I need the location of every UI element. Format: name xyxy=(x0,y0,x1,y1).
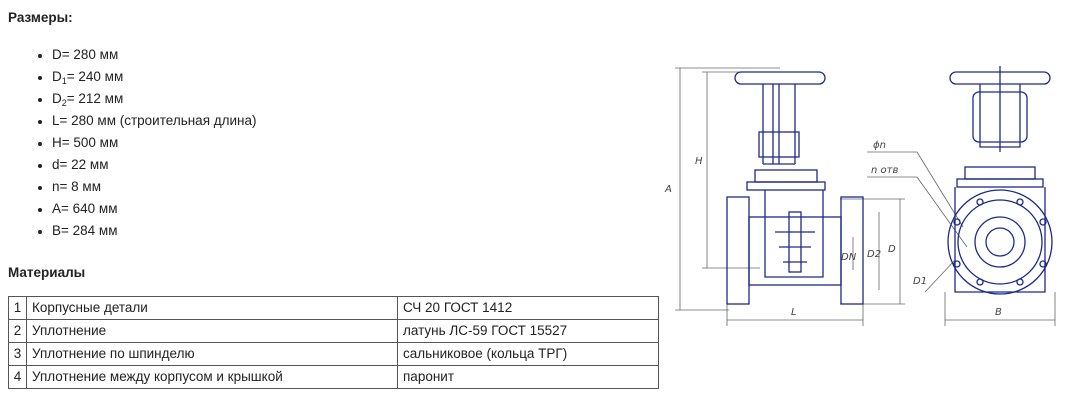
table-row: 2 Уплотнение латунь ЛС-59 ГОСТ 15527 xyxy=(8,319,659,343)
table-row: 4 Уплотнение между корпусом и крышкой па… xyxy=(8,365,659,389)
dim-label-n-otv: n отв xyxy=(871,165,898,176)
material-cell: паронит xyxy=(397,365,659,389)
row-number: 2 xyxy=(8,319,27,343)
part-cell: Уплотнение xyxy=(26,319,398,343)
dimension-item: A= 640 мм xyxy=(52,198,257,220)
dimensions-heading: Размеры: xyxy=(8,10,73,25)
materials-table: 1 Корпусные детали СЧ 20 ГОСТ 1412 2 Упл… xyxy=(8,296,659,389)
dimension-item: B= 284 мм xyxy=(52,220,257,242)
dimension-item: D2= 212 мм xyxy=(52,88,257,110)
dim-label-b: B xyxy=(995,307,1002,318)
dimension-lines xyxy=(675,67,1056,326)
part-cell: Корпусные детали xyxy=(26,296,398,320)
dim-label-d2: D2 xyxy=(867,249,881,260)
dim-label-phi-n: ϕn xyxy=(873,140,886,151)
dimension-item: D1= 240 мм xyxy=(52,66,257,88)
table-row: 1 Корпусные детали СЧ 20 ГОСТ 1412 xyxy=(8,296,659,320)
part-cell: Уплотнение по шпинделю xyxy=(26,342,398,366)
table-row: 3 Уплотнение по шпинделю сальниковое (ко… xyxy=(8,342,659,366)
row-number: 3 xyxy=(8,342,27,366)
dim-label-h: H xyxy=(695,156,703,167)
materials-heading: Материалы xyxy=(8,265,86,280)
dimension-item: L= 280 мм (строительная длина) xyxy=(52,110,257,132)
row-number: 1 xyxy=(8,296,27,320)
dim-label-dn: DN xyxy=(841,252,857,263)
part-cell: Уплотнение между корпусом и крышкой xyxy=(26,365,398,389)
gate-valve-drawing: A H L B DN D2 D D1 ϕn n отв xyxy=(664,66,1056,326)
dim-label-a: A xyxy=(664,184,672,195)
row-number: 4 xyxy=(8,365,27,389)
valve-front-view xyxy=(947,66,1053,295)
dim-label-d1: D1 xyxy=(913,276,927,287)
dim-label-l: L xyxy=(791,307,797,318)
dimension-item: n= 8 мм xyxy=(52,176,257,198)
dimension-item: D= 280 мм xyxy=(52,44,257,66)
valve-side-view xyxy=(726,71,864,305)
dimension-item: d= 22 мм xyxy=(52,154,257,176)
dimensions-list: D= 280 мм D1= 240 мм D2= 212 мм L= 280 м… xyxy=(0,44,257,242)
dimension-item: H= 500 мм xyxy=(52,132,257,154)
material-cell: СЧ 20 ГОСТ 1412 xyxy=(397,296,659,320)
material-cell: сальниковое (кольца ТРГ) xyxy=(397,342,659,366)
material-cell: латунь ЛС-59 ГОСТ 15527 xyxy=(397,319,659,343)
dim-label-d: D xyxy=(888,244,896,255)
